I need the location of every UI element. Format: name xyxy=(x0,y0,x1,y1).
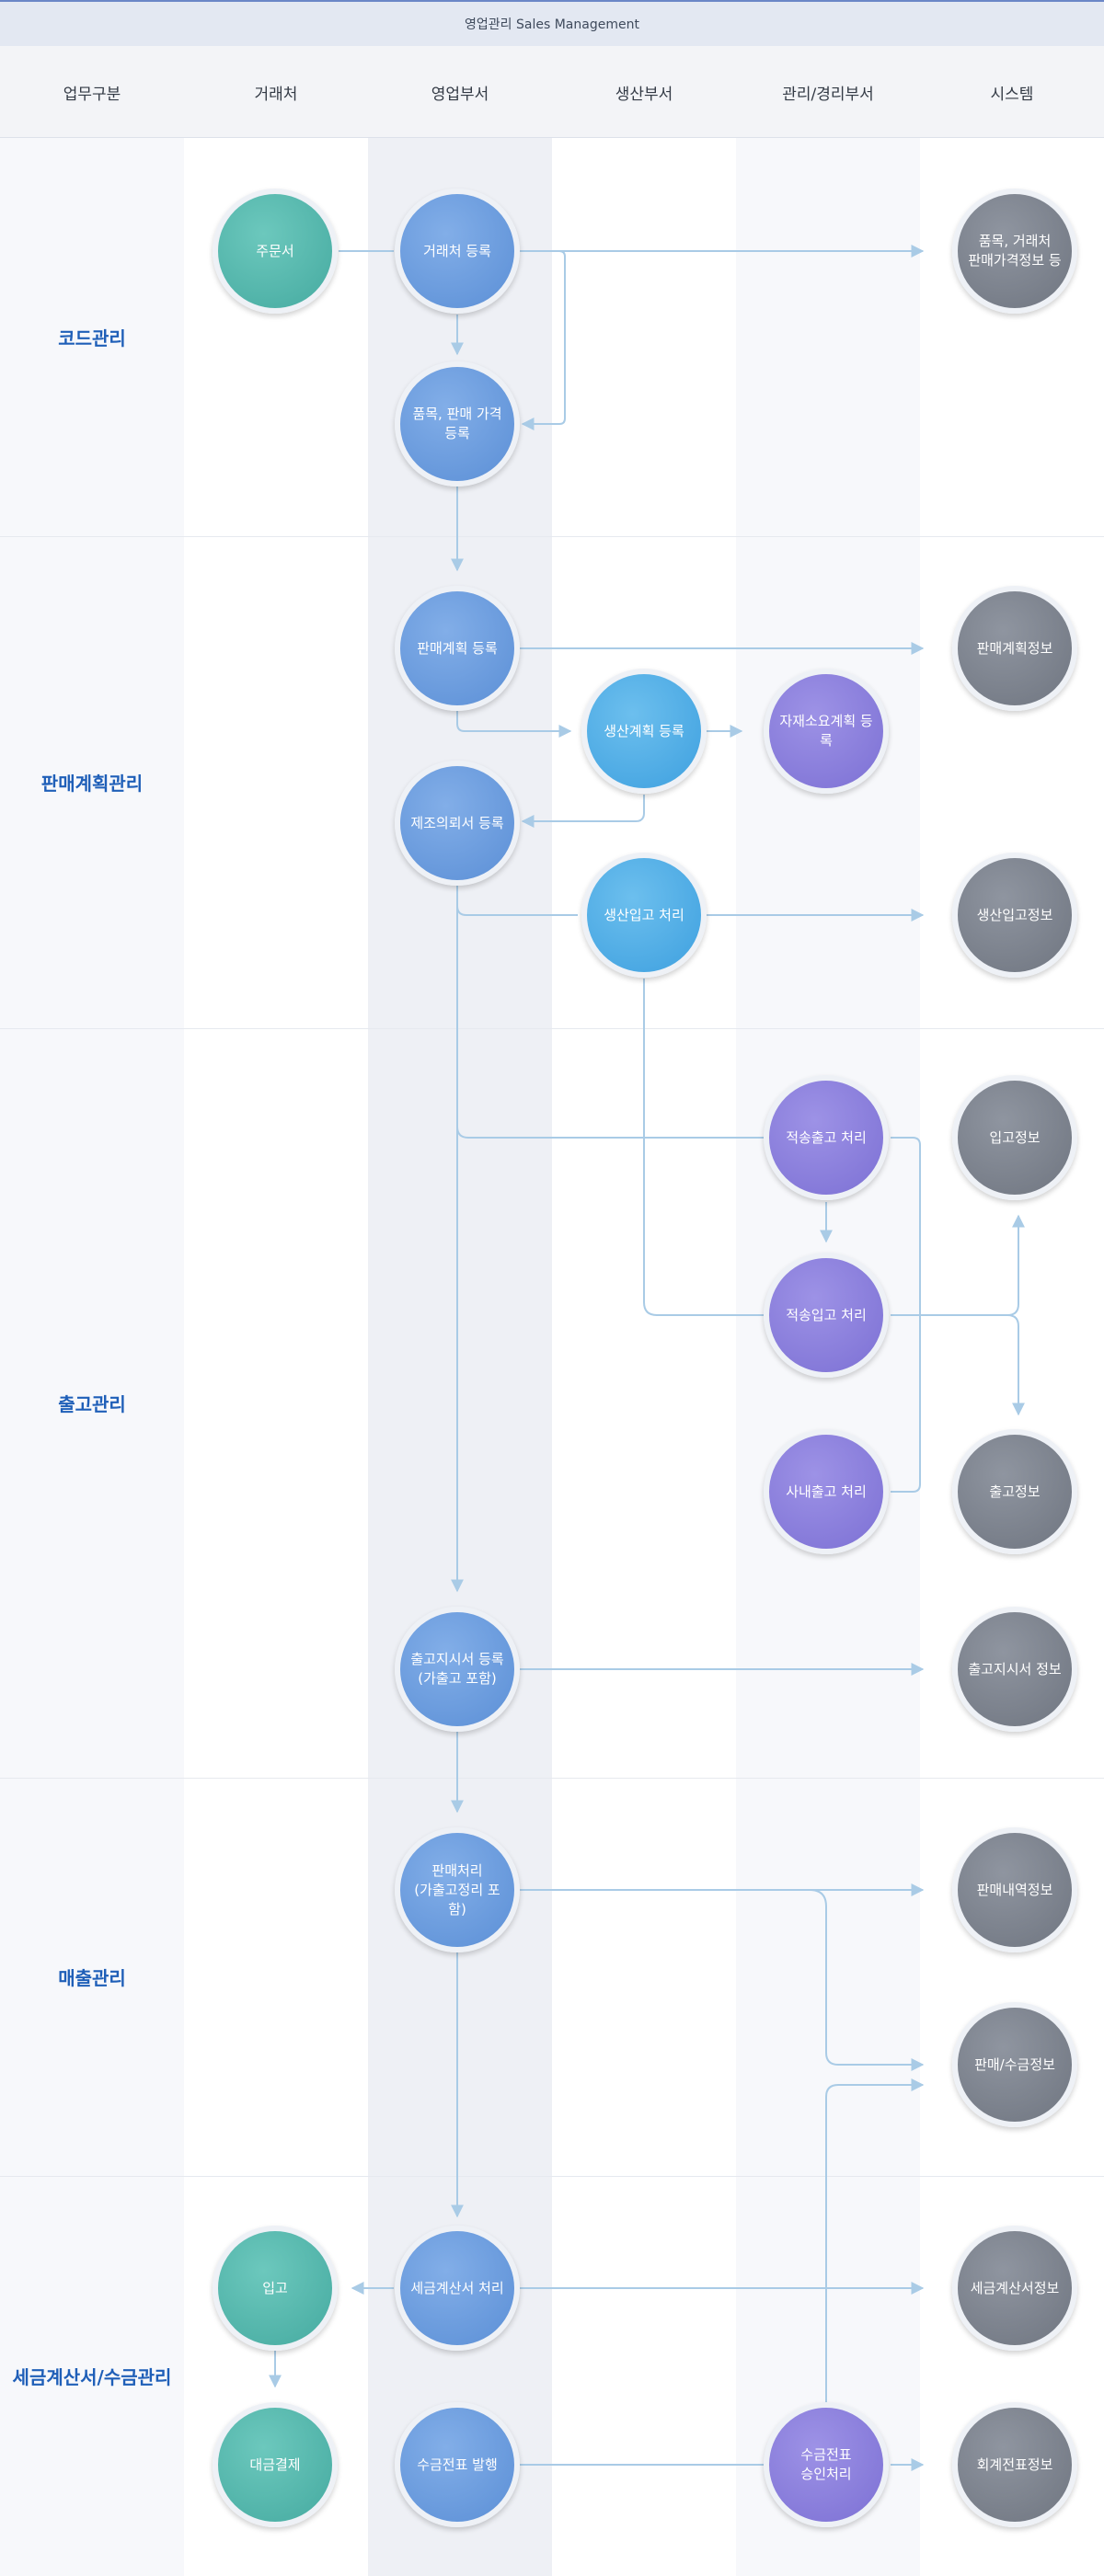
col-head-client: 거래처 xyxy=(254,85,298,104)
node-receipt-payment[interactable]: 입고 xyxy=(213,2226,338,2351)
node-shipping-order-registration[interactable]: 출고지시서 등록 (가출고 포함) xyxy=(395,1607,520,1732)
connector xyxy=(520,250,566,430)
node-shipment-info[interactable]: 출고정보 xyxy=(952,1429,1077,1554)
connector xyxy=(456,1126,764,1139)
node-order-form[interactable]: 주문서 xyxy=(213,189,338,314)
node-sales-collection-info[interactable]: 판매/수금정보 xyxy=(952,2002,1077,2127)
node-production-receipt-processing[interactable]: 생산입고 처리 xyxy=(581,853,707,978)
node-payment-settlement[interactable]: 대금결제 xyxy=(213,2402,338,2527)
node-collection-slip-approval[interactable]: 수금전표 승인처리 xyxy=(764,2402,889,2527)
connector xyxy=(643,979,764,1316)
diagram-title: 영업관리 Sales Management xyxy=(465,17,639,32)
node-tax-invoice-info[interactable]: 세금계산서정보 xyxy=(952,2226,1077,2351)
row-label-revenue-management: 매출관리 xyxy=(58,1967,126,1989)
node-sales-processing[interactable]: 판매처리 (가출고정리 포함) xyxy=(395,1827,520,1952)
node-collection-slip-issue[interactable]: 수금전표 발행 xyxy=(395,2402,520,2527)
col-head-management: 관리/경리부서 xyxy=(782,85,874,104)
node-transfer-receipt-processing[interactable]: 적송입고 처리 xyxy=(764,1253,889,1378)
col-stripe-sales xyxy=(368,138,552,2576)
node-production-receipt-info[interactable]: 생산입고정보 xyxy=(952,853,1077,978)
node-tax-invoice-processing[interactable]: 세금계산서 처리 xyxy=(395,2226,520,2351)
node-production-plan-registration[interactable]: 생산계획 등록 xyxy=(581,669,707,794)
connector xyxy=(456,711,572,738)
node-shipping-order-info[interactable]: 출고지시서 정보 xyxy=(952,1607,1077,1732)
node-internal-shipment-processing[interactable]: 사내출고 처리 xyxy=(764,1429,889,1554)
node-sales-plan-registration[interactable]: 판매계획 등록 xyxy=(395,586,520,711)
connector xyxy=(825,2078,925,2402)
row-label-code-management: 코드관리 xyxy=(58,327,126,349)
col-head-system: 시스템 xyxy=(990,85,1034,104)
col-stripe-system xyxy=(920,138,1104,2576)
col-stripe-production xyxy=(552,138,736,2576)
node-manufacturing-request-registration[interactable]: 제조의뢰서 등록 xyxy=(395,761,520,886)
col-head-sales: 영업부서 xyxy=(431,85,489,104)
node-item-client-price-info[interactable]: 품목, 거래처 판매가격정보 등 xyxy=(952,189,1077,314)
row-divider xyxy=(0,536,1104,537)
node-sales-history-info[interactable]: 판매내역정보 xyxy=(952,1827,1077,1952)
node-transfer-shipment-processing[interactable]: 적송출고 처리 xyxy=(764,1075,889,1200)
node-client-registration[interactable]: 거래처 등록 xyxy=(395,189,520,314)
row-divider xyxy=(0,1028,1104,1029)
node-sales-plan-info[interactable]: 판매계획정보 xyxy=(952,586,1077,711)
connector xyxy=(1006,1314,1025,1416)
col-head-category: 업무구분 xyxy=(63,85,121,104)
diagram-title-bar: 영업관리 Sales Management xyxy=(0,0,1104,46)
col-stripe-client xyxy=(184,138,368,2576)
row-label-shipment-management: 출고관리 xyxy=(58,1393,126,1415)
connector xyxy=(521,795,645,828)
row-divider xyxy=(0,2176,1104,2177)
column-header-row: 업무구분 거래처 영업부서 생산부서 관리/경리부서 시스템 xyxy=(0,46,1104,138)
col-head-production: 생산부서 xyxy=(615,85,673,104)
connector xyxy=(809,1889,925,2071)
row-label-tax-invoice-collection: 세금계산서/수금관리 xyxy=(12,2366,172,2388)
node-accounting-slip-info[interactable]: 회계전표정보 xyxy=(952,2402,1077,2527)
row-label-sales-plan-management: 판매계획관리 xyxy=(40,773,144,795)
col-stripe-category xyxy=(0,138,184,2576)
node-item-price-registration[interactable]: 품목, 판매 가격 등록 xyxy=(395,361,520,487)
node-receipt-info[interactable]: 입고정보 xyxy=(952,1075,1077,1200)
row-divider xyxy=(0,1778,1104,1779)
node-material-requirement-registration[interactable]: 자재소요계획 등록 xyxy=(764,669,889,794)
